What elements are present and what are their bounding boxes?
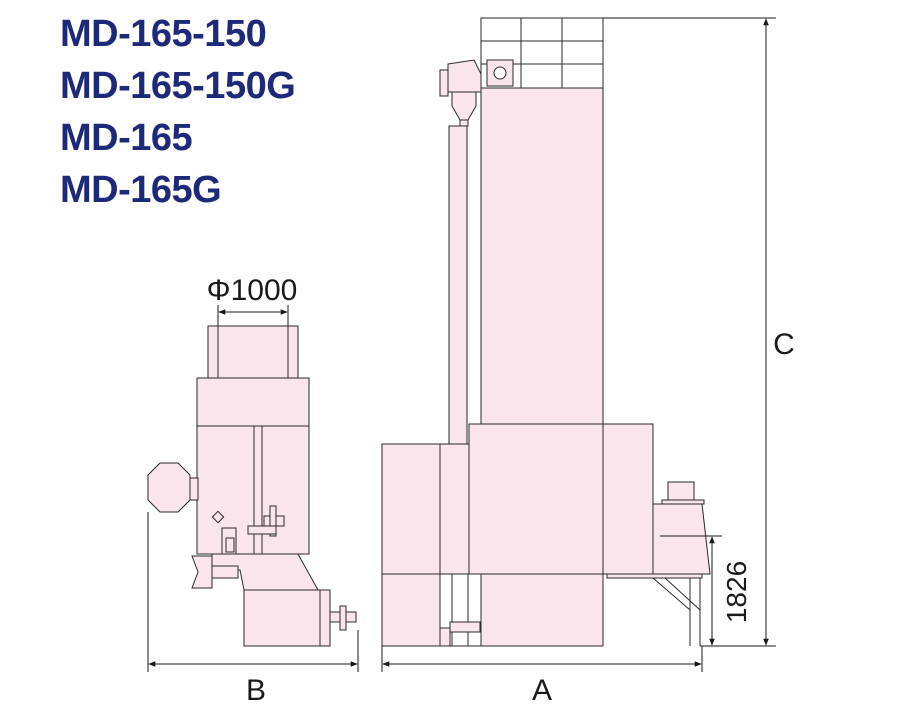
side-bottom-box	[243, 589, 331, 647]
side-upper-body	[196, 377, 310, 427]
elevator-head	[447, 59, 482, 93]
model-title-2: MD-165-150G	[60, 65, 296, 107]
cyclone	[451, 91, 477, 121]
right-section	[602, 423, 654, 575]
side-top-hopper	[207, 325, 299, 379]
width-side-dimension	[147, 512, 359, 672]
discharge-motor	[667, 481, 695, 501]
discharge-chute	[652, 503, 711, 575]
diameter-dimension	[217, 305, 289, 326]
model-title-4: MD-165G	[60, 169, 222, 211]
side-outlet-chute	[191, 555, 213, 589]
base-center	[480, 573, 604, 647]
width-side-label: B	[246, 674, 266, 707]
elevator-shaft	[448, 125, 468, 445]
height-outlet-dimension	[660, 535, 722, 646]
height-outlet-label: 1826	[721, 561, 752, 623]
model-title-3: MD-165	[60, 117, 193, 159]
height-total-label: C	[773, 328, 795, 361]
base-lower	[381, 573, 441, 647]
diameter-label: Φ1000	[207, 274, 298, 307]
model-titles: MD-165-150 MD-165-150G MD-165 MD-165G	[60, 8, 296, 216]
side-view	[147, 325, 357, 647]
height-total-dimension	[603, 17, 776, 647]
width-front-dimension	[381, 646, 703, 672]
main-tower	[480, 87, 604, 425]
model-title-1: MD-165-150	[60, 13, 267, 55]
width-front-label: A	[532, 674, 552, 707]
side-main-body	[196, 425, 310, 555]
left-cabinet	[381, 443, 441, 575]
front-view	[381, 17, 711, 647]
burner-unit	[147, 462, 191, 513]
middle-section	[468, 423, 608, 575]
